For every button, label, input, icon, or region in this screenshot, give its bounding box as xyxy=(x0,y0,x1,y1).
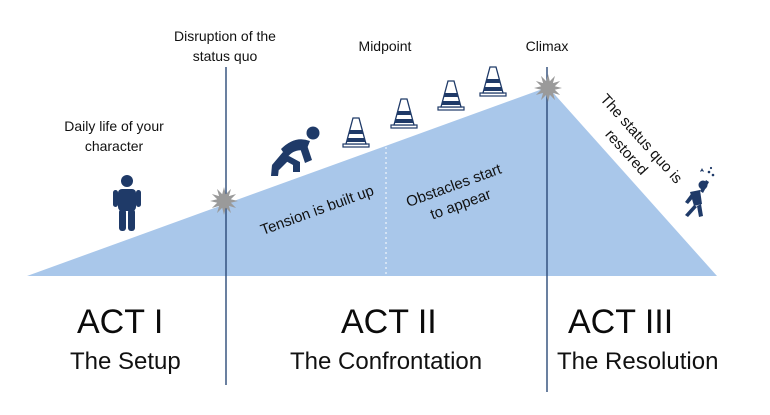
cones-group xyxy=(342,66,507,148)
climax-label: Climax xyxy=(525,38,569,54)
traffic-cone-icon xyxy=(390,98,418,129)
disruption-label: Disruption of the status quo xyxy=(174,28,276,64)
starburst-icon xyxy=(210,187,238,215)
standing-person-icon xyxy=(113,175,141,231)
traffic-cone-icon xyxy=(342,117,370,148)
act-3-subtitle: The Resolution xyxy=(557,348,719,375)
climbing-person-icon xyxy=(271,126,320,176)
act-2-subtitle: The Confrontation xyxy=(290,348,483,375)
traffic-cone-icon xyxy=(437,80,465,111)
act-2-title: ACT II xyxy=(341,303,437,341)
daily-life-label: Daily life of your character xyxy=(64,118,164,154)
story-arc-shape xyxy=(27,87,717,276)
act-1-subtitle: The Setup xyxy=(70,348,181,375)
starburst-icon xyxy=(534,74,562,102)
act-1-title: ACT I xyxy=(77,303,164,341)
traffic-cone-icon xyxy=(479,66,507,97)
midpoint-label: Midpoint xyxy=(358,38,412,54)
act-3-title: ACT III xyxy=(568,303,674,341)
celebrating-person-icon xyxy=(685,166,715,217)
